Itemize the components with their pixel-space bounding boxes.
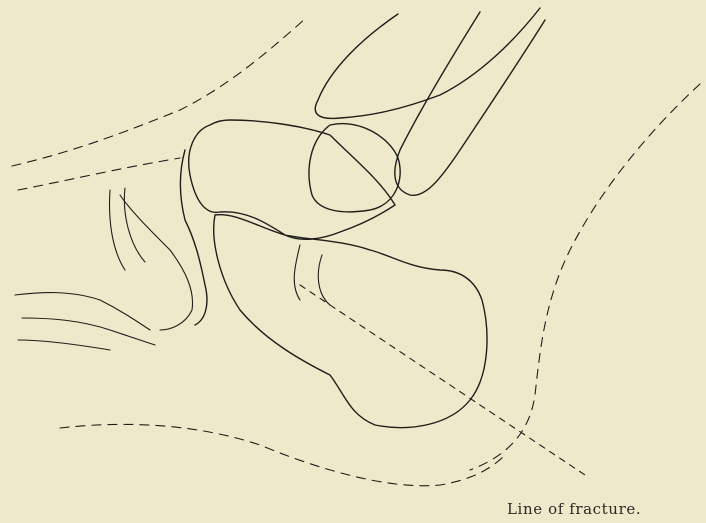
caption-line-of-fracture: Line of fracture.: [507, 500, 641, 518]
calcaneus-bone: [214, 215, 487, 428]
metatarsal-lines: [15, 293, 155, 350]
talus-bone: [309, 124, 400, 212]
skin-outline-front-inner: [18, 158, 180, 190]
skin-outline-heel: [470, 84, 700, 470]
skin-outline-sole: [60, 424, 505, 485]
tibia-bone: [315, 8, 540, 118]
tarsal-lines: [110, 188, 145, 270]
talus-head: [189, 120, 395, 239]
cuboid-bone: [120, 195, 193, 330]
fracture-line: [300, 285, 585, 475]
fibula-bone: [395, 12, 545, 195]
calcaneus-inner-line: [294, 245, 330, 305]
skin-outline-front: [12, 18, 306, 166]
navicular-bone: [180, 150, 206, 325]
